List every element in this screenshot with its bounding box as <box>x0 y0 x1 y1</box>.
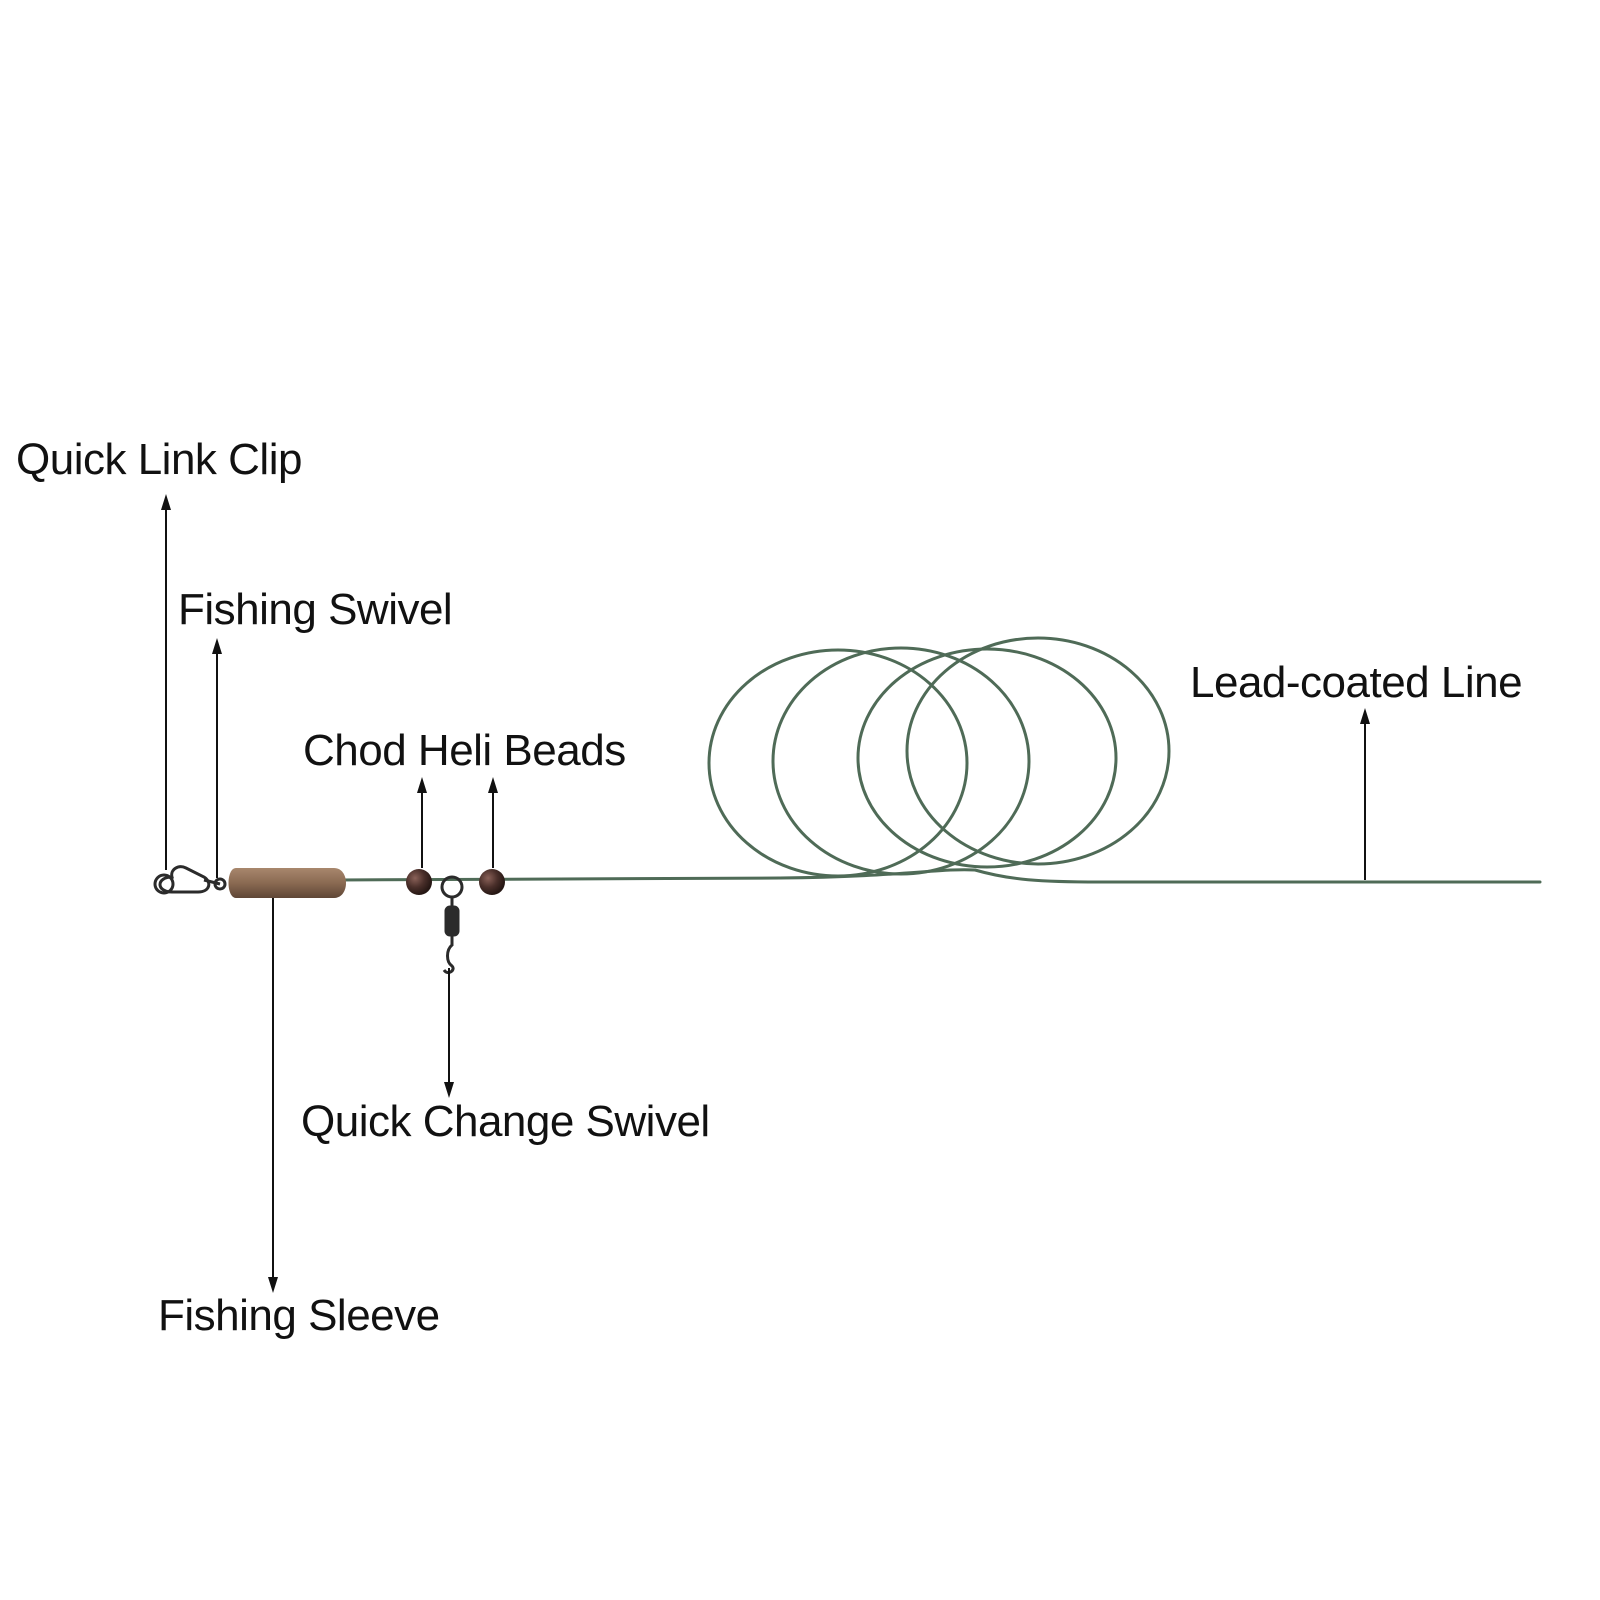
fishing-sleeve-icon <box>228 868 346 898</box>
label-quick-change-swivel: Quick Change Swivel <box>301 1097 710 1146</box>
leader-lines <box>161 494 1370 1293</box>
arrowhead-quick-change-swivel <box>444 1082 454 1098</box>
arrowhead-chod-bead-left <box>417 777 427 793</box>
coil-1 <box>707 648 969 878</box>
arrowhead-quick-link-clip <box>161 494 171 510</box>
chod-bead-right <box>479 869 505 895</box>
line-coils <box>707 636 1171 878</box>
lead-coated-line <box>336 868 1542 884</box>
quick-change-swivel-icon <box>440 875 464 974</box>
arrowhead-lead-coated-line <box>1360 708 1370 724</box>
label-lead-coated-line: Lead-coated Line <box>1190 658 1522 707</box>
label-fishing-swivel: Fishing Swivel <box>178 585 452 634</box>
arrowhead-chod-bead-right <box>488 777 498 793</box>
coil-3 <box>856 647 1118 869</box>
chod-bead-left <box>406 869 432 895</box>
quick-link-clip-icon <box>153 865 221 895</box>
coil-2 <box>771 646 1031 876</box>
coil-4 <box>905 636 1171 866</box>
label-quick-link-clip: Quick Link Clip <box>16 435 302 484</box>
arrowhead-fishing-swivel <box>212 638 222 654</box>
label-fishing-sleeve: Fishing Sleeve <box>158 1291 440 1340</box>
fishing-swivel-icon <box>213 877 227 891</box>
arrowhead-fishing-sleeve <box>268 1277 278 1293</box>
label-chod-heli-beads: Chod Heli Beads <box>303 726 626 775</box>
